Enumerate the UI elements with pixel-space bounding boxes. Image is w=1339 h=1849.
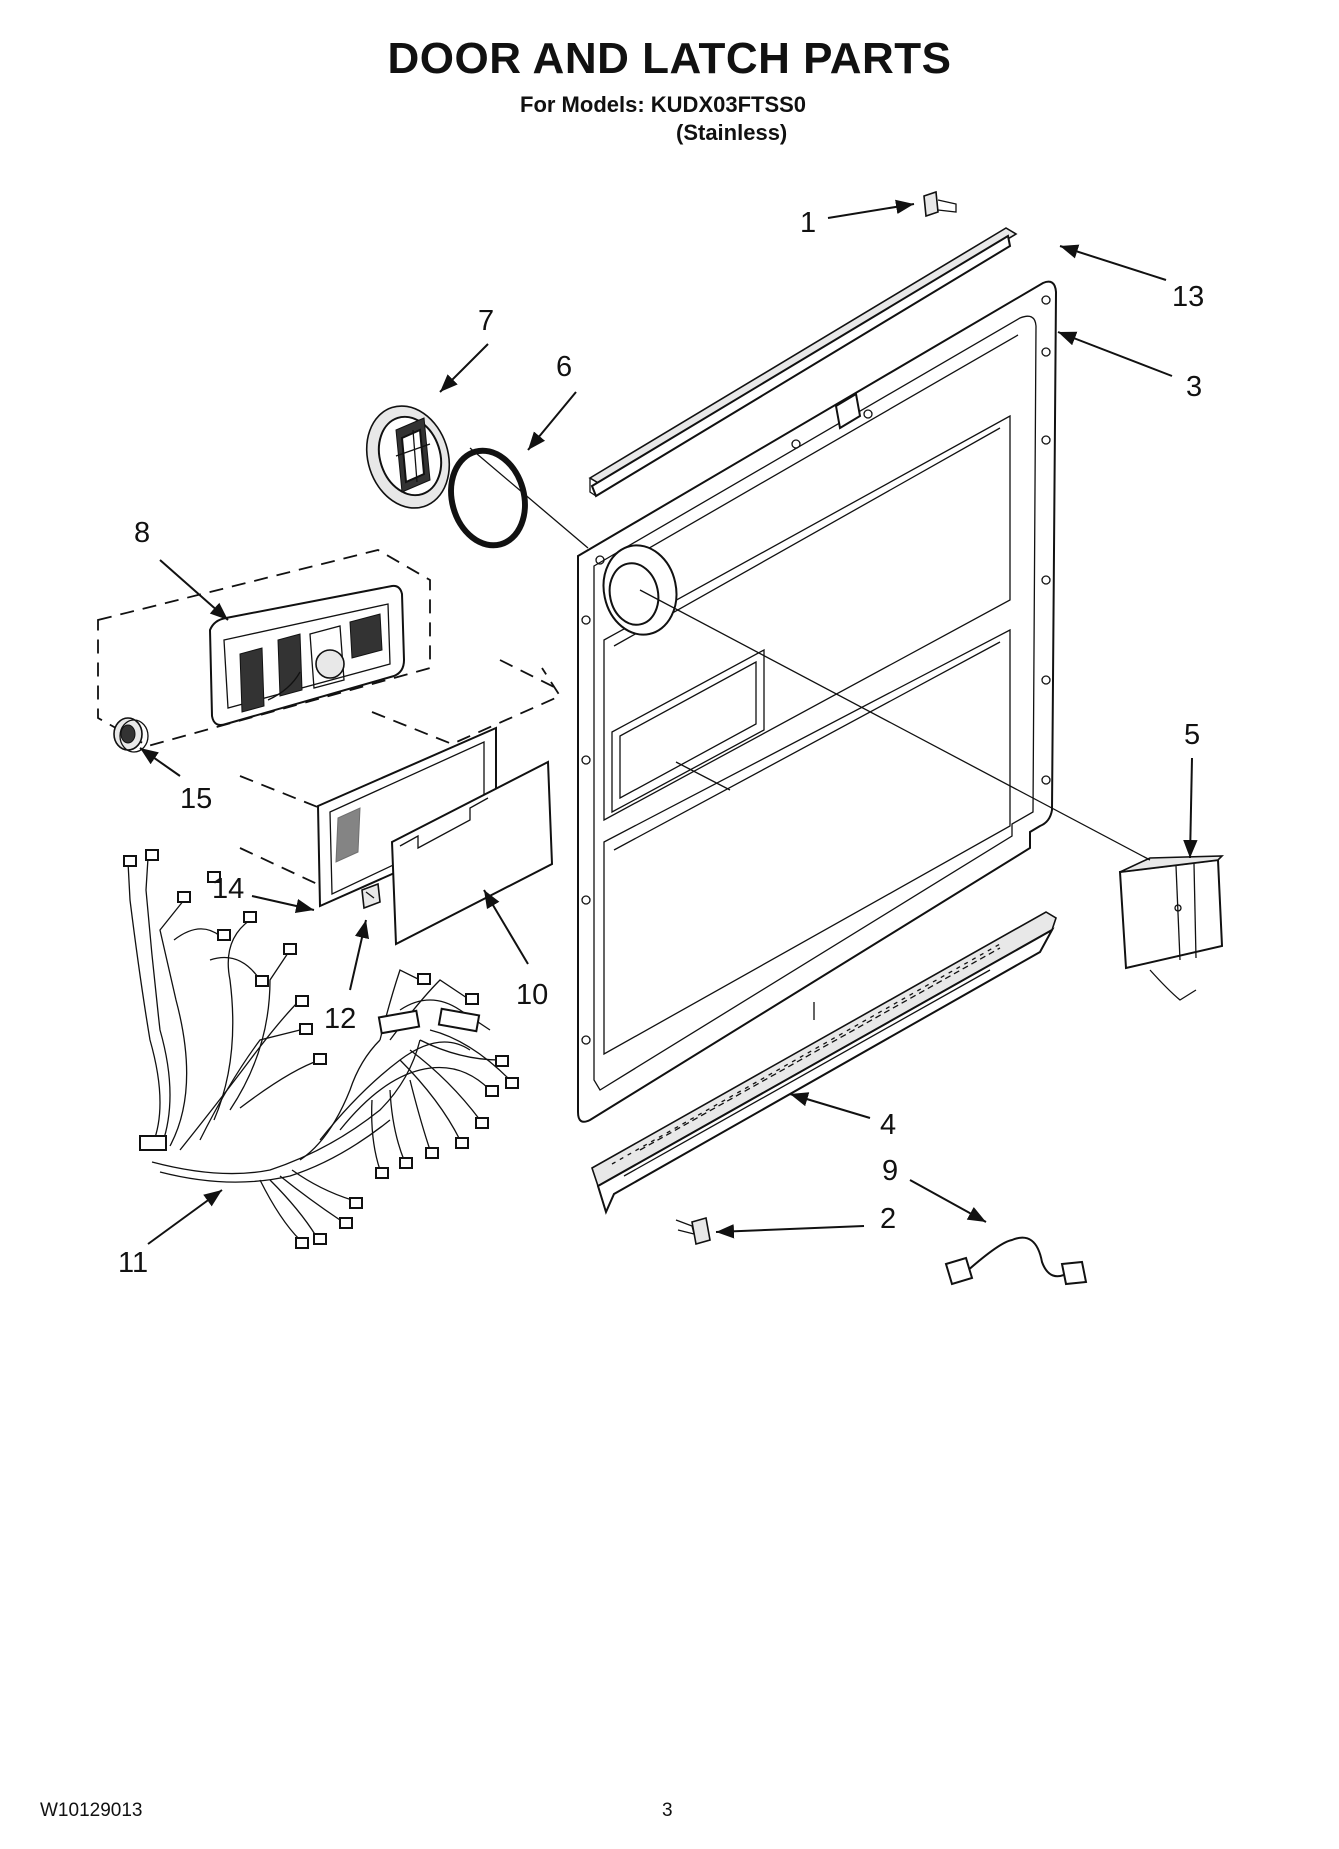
callout-10: 10 bbox=[516, 979, 548, 1011]
wire-harness bbox=[123, 849, 519, 1249]
control-housing bbox=[97, 549, 431, 747]
gasket-ring bbox=[448, 447, 528, 549]
callout-13: 13 bbox=[1172, 281, 1204, 313]
screw-12 bbox=[361, 882, 381, 910]
door-latch bbox=[1118, 855, 1224, 1001]
callout-7: 7 bbox=[478, 305, 494, 337]
assembly-bracket-line bbox=[371, 667, 562, 745]
page-title: DOOR AND LATCH PARTS bbox=[387, 34, 952, 83]
callout-3: 3 bbox=[1186, 371, 1202, 403]
callout-12: 12 bbox=[324, 1003, 356, 1035]
callout-14: 14 bbox=[212, 873, 244, 905]
knob bbox=[113, 717, 149, 753]
callout-leaders bbox=[139, 199, 1198, 1245]
callout-11: 11 bbox=[118, 1247, 148, 1279]
page-number: 3 bbox=[662, 1800, 673, 1821]
screw-1 bbox=[923, 190, 957, 218]
bottom-latch-strip bbox=[591, 911, 1057, 1215]
callout-9: 9 bbox=[882, 1155, 898, 1187]
assembly-line bbox=[499, 659, 561, 691]
models-line: For Models: KUDX03FTSS0 bbox=[520, 92, 807, 117]
wire-jumper bbox=[944, 1236, 1088, 1286]
inner-door-panel bbox=[577, 280, 1058, 1123]
callout-2: 2 bbox=[880, 1203, 896, 1235]
callout-15: 15 bbox=[180, 783, 212, 815]
assembly-line bbox=[469, 447, 589, 549]
screw-2 bbox=[675, 1216, 711, 1246]
callout-8: 8 bbox=[134, 517, 150, 549]
assembly-line bbox=[239, 847, 331, 891]
callout-1: 1 bbox=[800, 207, 816, 239]
assembly-line bbox=[639, 589, 1151, 861]
callout-4: 4 bbox=[880, 1109, 896, 1141]
model-variant: (Stainless) bbox=[676, 120, 788, 145]
vent-cover bbox=[365, 405, 451, 509]
assembly-line bbox=[239, 775, 321, 809]
callout-6: 6 bbox=[556, 351, 572, 383]
top-trim-strip bbox=[588, 227, 1018, 498]
document-code: W10129013 bbox=[40, 1800, 143, 1821]
control-board bbox=[390, 760, 554, 946]
callout-5: 5 bbox=[1184, 719, 1200, 751]
